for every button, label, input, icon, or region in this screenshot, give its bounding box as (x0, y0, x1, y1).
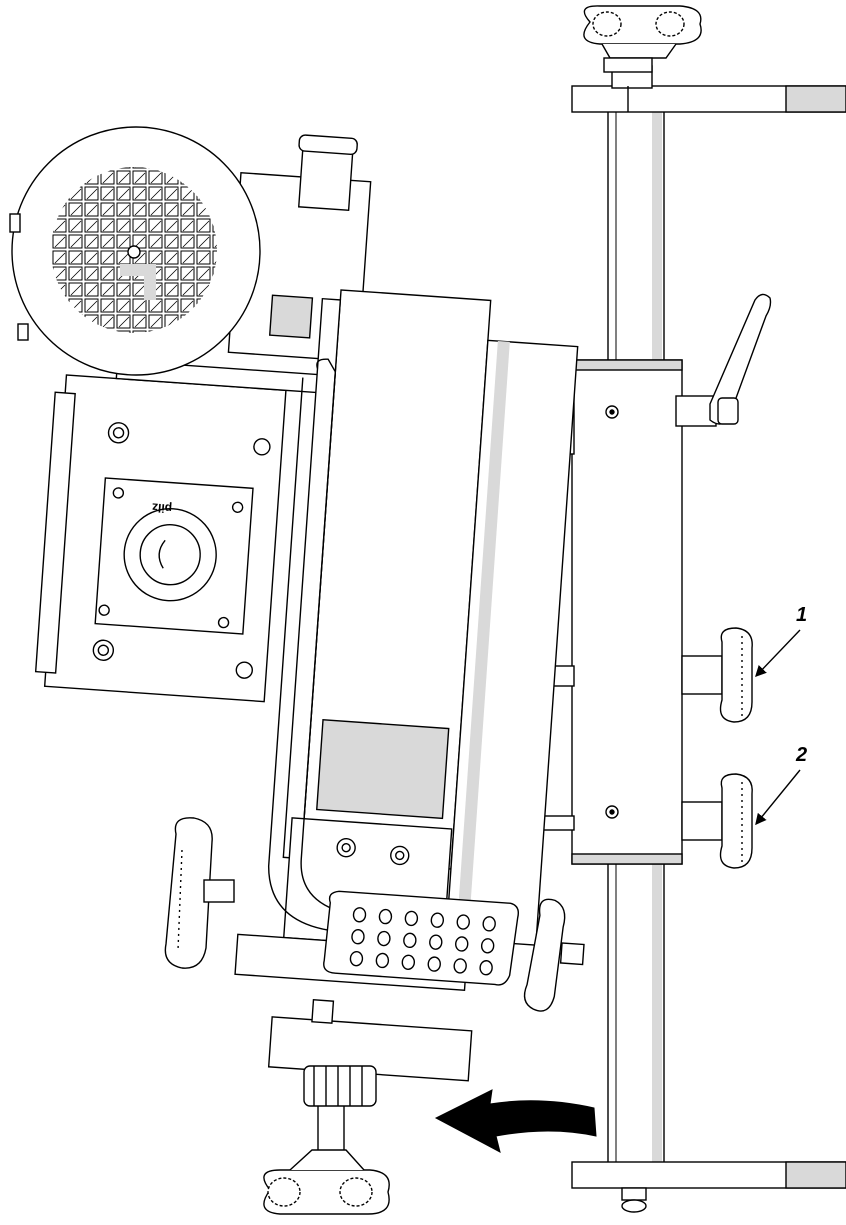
bottom-spindle (303, 1065, 377, 1171)
emergency-stop-switch (94, 477, 254, 635)
motor-fan-cover (9, 126, 261, 376)
tubular-handle (300, 358, 450, 920)
callout-label-2: 2 (796, 744, 808, 766)
hand-grip (323, 890, 520, 986)
upper-clamp-knob (681, 627, 753, 723)
left-star-knob (164, 817, 235, 969)
bottom-bracket (571, 1161, 846, 1213)
callout-leaders (755, 629, 801, 826)
lever-handle (675, 293, 772, 427)
left-arrow-icon (434, 1089, 597, 1153)
machine-body (34, 134, 585, 1082)
top-bracket (571, 65, 846, 113)
belt-housing (282, 289, 492, 950)
top-star-knob (583, 5, 702, 73)
device-logo: pilz (152, 500, 173, 515)
callout-label-1: 1 (796, 604, 808, 626)
lower-clamp-knob (681, 773, 753, 869)
bottom-star-knob (263, 1149, 390, 1215)
